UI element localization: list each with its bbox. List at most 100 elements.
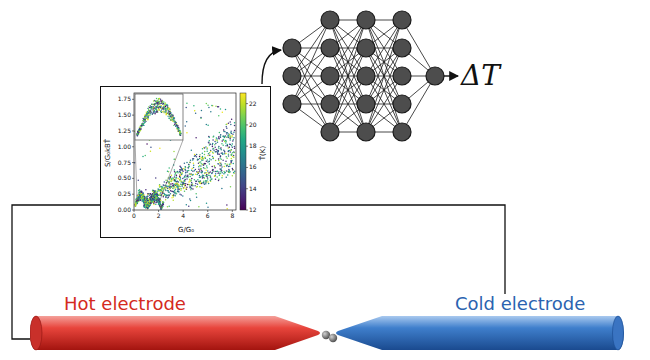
inset-point xyxy=(169,115,170,116)
data-point xyxy=(184,169,186,171)
data-point xyxy=(196,186,198,188)
data-point xyxy=(197,159,199,161)
data-point xyxy=(230,151,232,153)
inset-point xyxy=(151,104,152,105)
network-link xyxy=(292,20,330,104)
data-point xyxy=(231,154,233,156)
data-point xyxy=(206,174,208,176)
inset-leader xyxy=(160,140,183,200)
inset-point xyxy=(147,117,148,118)
data-point xyxy=(136,201,138,203)
inset-point xyxy=(141,125,142,126)
data-point xyxy=(146,203,148,205)
data-point xyxy=(174,185,176,187)
inset-point xyxy=(176,124,177,125)
data-point xyxy=(198,166,200,168)
data-point xyxy=(173,151,175,153)
data-point xyxy=(227,145,229,147)
data-point xyxy=(141,198,143,200)
data-point xyxy=(178,191,180,193)
data-point xyxy=(159,204,161,206)
data-point xyxy=(138,197,140,199)
data-point xyxy=(217,163,219,165)
data-point xyxy=(169,186,171,188)
inset-point xyxy=(170,115,171,116)
data-point xyxy=(229,144,231,146)
data-point xyxy=(177,184,179,186)
data-point xyxy=(150,199,152,201)
inset-point xyxy=(155,103,156,104)
data-point xyxy=(184,180,186,182)
data-point xyxy=(212,105,214,107)
inset-point xyxy=(160,107,161,108)
data-point xyxy=(156,200,158,202)
data-point xyxy=(155,194,157,196)
inset-point xyxy=(141,125,142,126)
data-point xyxy=(185,167,187,169)
data-point xyxy=(219,162,221,164)
data-point xyxy=(202,158,204,160)
data-point xyxy=(209,152,211,154)
inset-point xyxy=(167,105,168,106)
data-point xyxy=(144,205,146,207)
data-point xyxy=(175,179,177,181)
inset-point xyxy=(169,115,170,116)
data-point xyxy=(159,202,161,204)
data-point xyxy=(142,198,144,200)
data-point xyxy=(173,192,175,194)
data-point xyxy=(211,105,213,107)
data-point xyxy=(138,179,140,181)
data-point xyxy=(231,149,233,151)
inset-point xyxy=(160,100,161,101)
data-point xyxy=(138,192,140,194)
data-point xyxy=(209,144,211,146)
data-point xyxy=(210,171,212,173)
data-point xyxy=(159,205,161,207)
data-point xyxy=(195,169,197,171)
data-point xyxy=(181,185,183,187)
data-point xyxy=(210,176,212,178)
data-point xyxy=(160,208,162,210)
data-point xyxy=(206,176,208,178)
data-point xyxy=(146,204,148,206)
inset-point xyxy=(149,107,150,108)
data-point xyxy=(161,188,163,190)
inset-point xyxy=(146,118,147,119)
inset-point xyxy=(144,118,145,119)
inset-point xyxy=(160,99,161,100)
inset-point xyxy=(178,128,179,129)
data-point xyxy=(218,146,220,148)
inset-point xyxy=(168,111,169,112)
data-point xyxy=(147,199,149,201)
data-point xyxy=(143,201,145,203)
data-point xyxy=(199,156,201,158)
data-point xyxy=(177,190,179,192)
data-point xyxy=(155,196,157,198)
data-point xyxy=(145,201,147,203)
data-point xyxy=(224,166,226,168)
data-point xyxy=(209,175,211,177)
data-point xyxy=(207,159,209,161)
data-point xyxy=(171,186,173,188)
inset-point xyxy=(154,103,155,104)
data-point xyxy=(144,206,146,208)
data-point xyxy=(146,201,148,203)
inset-point xyxy=(157,103,158,104)
tick-mark xyxy=(132,178,134,179)
inset-point xyxy=(166,108,167,109)
data-point xyxy=(148,199,150,201)
data-point xyxy=(193,167,195,169)
data-point xyxy=(215,160,217,162)
data-point xyxy=(148,204,150,206)
data-point xyxy=(135,205,137,207)
inset-point xyxy=(154,107,155,108)
data-point xyxy=(217,173,219,175)
data-point xyxy=(183,187,185,189)
data-point xyxy=(229,135,231,137)
data-point xyxy=(217,170,219,172)
data-point xyxy=(198,162,200,164)
data-point xyxy=(149,200,151,202)
data-point xyxy=(207,147,209,149)
data-point xyxy=(186,162,188,164)
plot-panel-ground xyxy=(100,86,270,238)
